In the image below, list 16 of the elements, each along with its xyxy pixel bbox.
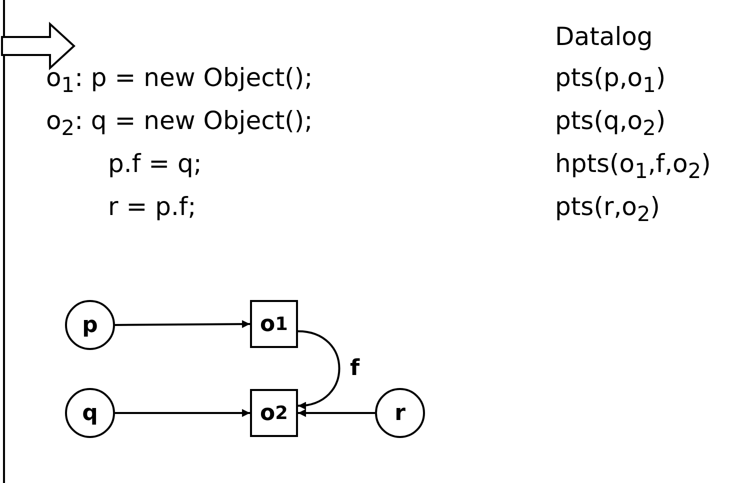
variable-circle: r (375, 388, 425, 438)
code-line: p.f = q; (108, 149, 202, 179)
column-heading: Datalog (555, 22, 653, 52)
datalog-fact: hpts(o$_{1}$,f,o$_{2}$) (555, 149, 711, 185)
code-line: o$_{2}$: q = new Object(); (46, 106, 313, 142)
arrow (115, 409, 250, 417)
datalog-fact: pts(p,o$_{1}$) (555, 63, 666, 99)
arrow (298, 409, 375, 417)
variable-circle: p (65, 300, 115, 350)
datalog-fact: pts(r,o$_{2}$) (555, 192, 660, 228)
arrow (298, 330, 340, 409)
code-line: o$_{1}$: p = new Object(); (46, 63, 313, 99)
variable-circle: q (65, 388, 115, 438)
arrow (115, 320, 250, 328)
datalog-fact: pts(q,o$_{2}$) (555, 106, 666, 142)
code-line: r = p.f; (108, 192, 196, 222)
